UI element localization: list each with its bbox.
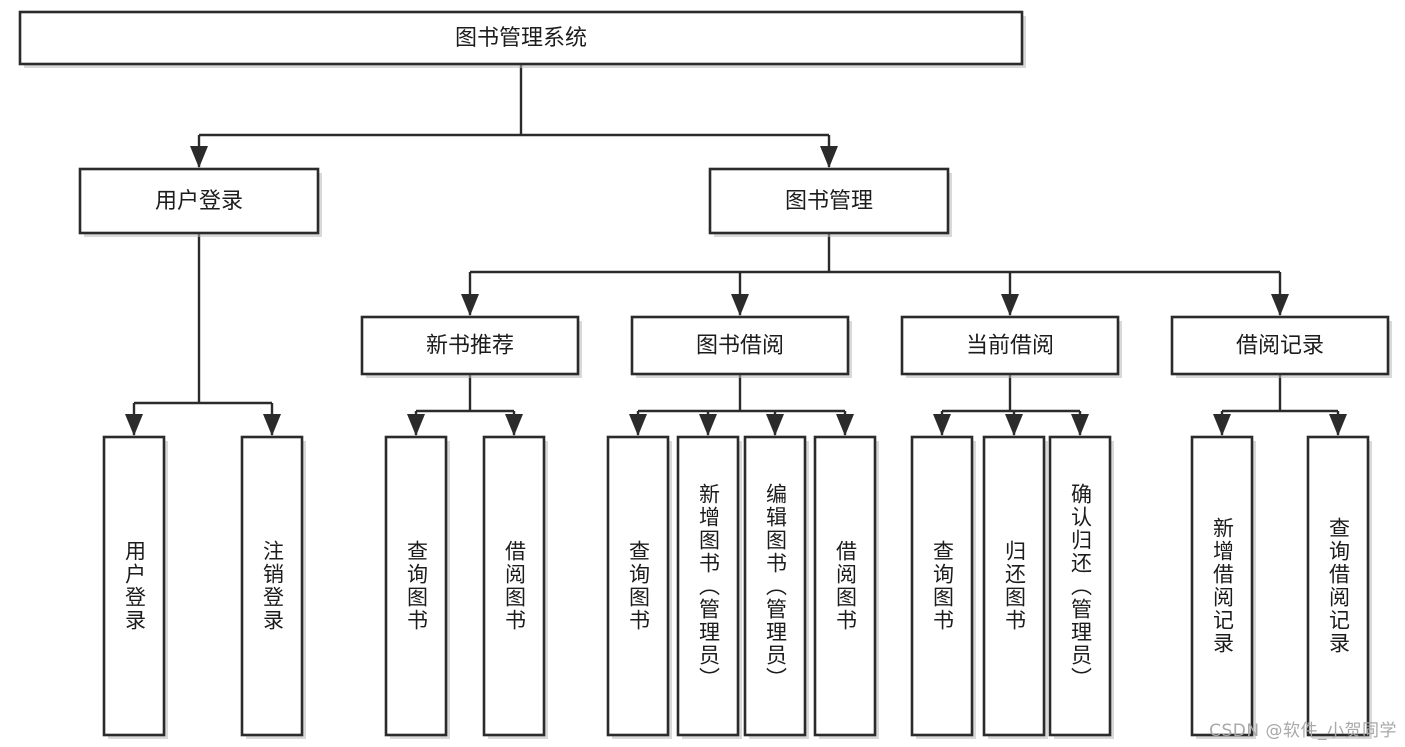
arrow-to-new-book-rec — [461, 294, 479, 316]
arrow-to-book-borrow — [731, 294, 749, 316]
arrow-to-leaf-query-record — [1329, 414, 1347, 436]
connector-layer — [125, 64, 1347, 436]
node-leaf-query-record[interactable] — [1306, 435, 1370, 737]
node-leaf-user-login[interactable] — [102, 435, 166, 737]
node-leaf-confirm-return[interactable] — [1048, 435, 1112, 737]
arrow-to-book-manage — [820, 146, 838, 168]
node-user-login-label: 用户登录 — [155, 189, 243, 214]
node-root-label: 图书管理系统 — [455, 26, 587, 51]
arrow-to-leaf-borrow-book-1 — [505, 414, 523, 436]
node-leaf-return-book[interactable] — [982, 435, 1046, 737]
node-borrow-record-label: 借阅记录 — [1236, 334, 1324, 359]
arrow-to-leaf-confirm-return — [1071, 414, 1089, 436]
node-book-borrow-label: 图书借阅 — [696, 334, 784, 359]
arrow-to-leaf-borrow-book-2 — [836, 414, 854, 436]
node-root[interactable] — [18, 10, 1024, 66]
arrow-to-leaf-logout-login — [263, 414, 281, 436]
arrow-to-current-borrow — [1001, 294, 1019, 316]
node-leaf-logout-login[interactable] — [240, 435, 304, 737]
node-new-book-rec[interactable] — [360, 315, 580, 376]
node-leaf-add-record[interactable] — [1190, 435, 1254, 737]
watermark-text: CSDN @软件_小贺同学 — [1209, 721, 1397, 741]
node-leaf-borrow-book-1[interactable] — [482, 435, 546, 737]
node-leaf-add-book[interactable] — [676, 435, 740, 737]
node-book-manage-label: 图书管理 — [785, 189, 873, 214]
arrow-to-leaf-return-book — [1005, 414, 1023, 436]
arrow-to-leaf-add-book — [699, 414, 717, 436]
node-leaf-query-book-2[interactable] — [606, 435, 670, 737]
arrow-to-leaf-add-record — [1213, 414, 1231, 436]
node-current-borrow-label: 当前借阅 — [966, 334, 1054, 359]
box-layer — [18, 10, 1392, 739]
node-leaf-edit-book[interactable] — [743, 435, 807, 737]
node-leaf-query-book-1[interactable] — [384, 435, 448, 737]
node-user-login[interactable] — [78, 167, 320, 235]
arrow-to-user-login — [190, 146, 208, 168]
arrow-to-leaf-query-book-2 — [629, 414, 647, 436]
node-current-borrow[interactable] — [900, 315, 1120, 376]
arrow-to-leaf-query-book-1 — [407, 414, 425, 436]
arrow-to-borrow-record — [1271, 294, 1289, 316]
node-leaf-borrow-book-2[interactable] — [813, 435, 877, 737]
arrow-to-leaf-user-login — [125, 414, 143, 436]
arrow-to-leaf-query-book-3 — [933, 414, 951, 436]
node-new-book-rec-label: 新书推荐 — [426, 334, 514, 359]
arrow-to-leaf-edit-book — [766, 414, 784, 436]
node-leaf-query-book-3[interactable] — [910, 435, 974, 737]
node-book-manage[interactable] — [708, 167, 950, 235]
node-book-borrow[interactable] — [630, 315, 850, 376]
node-borrow-record[interactable] — [1170, 315, 1390, 376]
